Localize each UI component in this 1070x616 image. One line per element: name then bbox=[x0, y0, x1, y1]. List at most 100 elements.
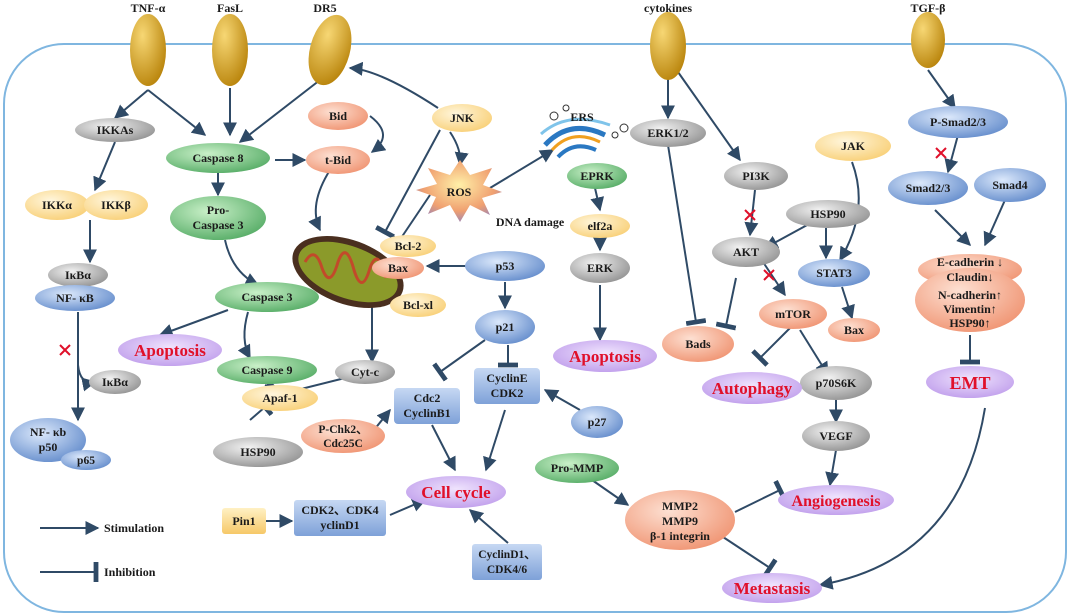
svg-text:STAT3: STAT3 bbox=[816, 266, 852, 280]
node-hsp90-left: HSP90 bbox=[213, 437, 303, 467]
svg-text:Bax: Bax bbox=[844, 323, 864, 337]
svg-text:NF- κb: NF- κb bbox=[30, 425, 67, 439]
node-p53: p53 bbox=[465, 251, 545, 281]
node-pi3k: PI3K bbox=[724, 162, 788, 190]
svg-text:CyclinD1、: CyclinD1、 bbox=[478, 549, 536, 561]
svg-text:N-cadherin↑: N-cadherin↑ bbox=[938, 288, 1002, 302]
node-cycline-cdk2: CyclinE CDK2 bbox=[474, 368, 540, 404]
receptor-cytokines: cytokines bbox=[644, 1, 692, 80]
label-dna-damage: DNA damage bbox=[496, 215, 565, 229]
receptor-tnf: TNF-α bbox=[130, 1, 166, 86]
svg-text:IKKα: IKKα bbox=[42, 198, 72, 212]
svg-text:PI3K: PI3K bbox=[742, 169, 770, 183]
svg-text:P-Chk2、: P-Chk2、 bbox=[318, 424, 367, 436]
svg-text:IκBα: IκBα bbox=[102, 375, 128, 389]
svg-text:Inhibition: Inhibition bbox=[104, 565, 156, 579]
svg-text:p70S6K: p70S6K bbox=[816, 376, 857, 390]
node-nfkb: NF- κB bbox=[35, 285, 115, 311]
svg-text:AKT: AKT bbox=[733, 245, 759, 259]
node-smad23: Smad2/3 bbox=[888, 171, 968, 205]
node-bax-right: Bax bbox=[828, 318, 880, 342]
svg-text:VEGF: VEGF bbox=[819, 429, 852, 443]
node-bid: Bid bbox=[308, 102, 368, 130]
node-pro-mmp: Pro-MMP bbox=[535, 453, 619, 483]
svg-text:Smad4: Smad4 bbox=[992, 178, 1027, 192]
node-bads: Bads bbox=[662, 326, 734, 362]
svg-text:β-1 integrin: β-1 integrin bbox=[650, 529, 710, 543]
node-caspase-3: Caspase 3 bbox=[215, 282, 319, 312]
label-ers: ERS bbox=[570, 110, 594, 124]
svg-text:HSP90: HSP90 bbox=[240, 445, 275, 459]
svg-text:TGF-β: TGF-β bbox=[911, 1, 946, 15]
svg-text:TNF-α: TNF-α bbox=[131, 1, 166, 15]
svg-text:NF- κB: NF- κB bbox=[56, 291, 94, 305]
svg-text:ROS: ROS bbox=[447, 185, 472, 199]
receptor-tgf: TGF-β bbox=[911, 1, 946, 68]
node-smad4: Smad4 bbox=[974, 168, 1046, 202]
svg-text:Smad2/3: Smad2/3 bbox=[906, 181, 951, 195]
node-emt-markers: E-cadherin ↓ Claudin↓ N-cadherin↑ Viment… bbox=[915, 254, 1025, 332]
node-vegf: VEGF bbox=[802, 421, 870, 451]
mitochondrion-icon bbox=[292, 235, 404, 309]
node-p21: p21 bbox=[475, 310, 535, 344]
node-bcl-xl: Bcl-xl bbox=[390, 293, 446, 317]
node-erk12: ERK1/2 bbox=[630, 119, 706, 147]
svg-text:Caspase 3: Caspase 3 bbox=[192, 218, 243, 232]
node-ikkas: IKKAs bbox=[75, 118, 155, 142]
svg-text:Autophagy: Autophagy bbox=[712, 379, 793, 398]
node-ikba-upper: IκBα bbox=[48, 263, 108, 287]
legend-stimulation: Stimulation bbox=[40, 521, 164, 535]
svg-text:CyclinE: CyclinE bbox=[486, 371, 527, 385]
svg-text:Bid: Bid bbox=[329, 109, 347, 123]
node-nfkb-p50: NF- κb p50 bbox=[10, 418, 86, 462]
svg-text:EPRK: EPRK bbox=[580, 169, 614, 183]
svg-text:CyclinB1: CyclinB1 bbox=[403, 406, 450, 420]
svg-text:Bcl-xl: Bcl-xl bbox=[403, 298, 434, 312]
node-cdk2-cdk4-cyclind1: CDK2、CDK4 yclinD1 bbox=[294, 500, 386, 536]
node-akt: AKT bbox=[712, 237, 780, 267]
outcome-apoptosis-mid: Apoptosis bbox=[553, 340, 657, 372]
svg-text:IKKAs: IKKAs bbox=[97, 123, 134, 137]
node-stat3: STAT3 bbox=[798, 259, 870, 287]
svg-text:Angiogenesis: Angiogenesis bbox=[792, 493, 881, 510]
svg-text:Apoptosis: Apoptosis bbox=[569, 347, 641, 366]
node-apaf-1: Apaf-1 bbox=[242, 385, 318, 411]
svg-text:ERK: ERK bbox=[587, 261, 614, 275]
svg-text:Apaf-1: Apaf-1 bbox=[262, 391, 297, 405]
svg-text:Caspase 9: Caspase 9 bbox=[241, 363, 292, 377]
node-t-bid: t-Bid bbox=[306, 146, 370, 174]
svg-text:HSP90↑: HSP90↑ bbox=[949, 316, 990, 330]
node-ikkb: IKKβ bbox=[84, 190, 148, 220]
node-elf2a: elf2a bbox=[570, 214, 630, 238]
node-mtor: mTOR bbox=[759, 299, 827, 329]
svg-text:Cdc2: Cdc2 bbox=[414, 391, 441, 405]
svg-text:Cell cycle: Cell cycle bbox=[421, 483, 491, 502]
svg-text:E-cadherin ↓: E-cadherin ↓ bbox=[937, 255, 1003, 269]
svg-text:Stimulation: Stimulation bbox=[104, 521, 164, 535]
svg-text:Vimentin↑: Vimentin↑ bbox=[943, 302, 997, 316]
svg-text:p50: p50 bbox=[39, 440, 58, 454]
svg-text:p21: p21 bbox=[496, 320, 515, 334]
svg-text:IκBα: IκBα bbox=[65, 268, 91, 282]
svg-text:mTOR: mTOR bbox=[775, 307, 811, 321]
outcome-metastasis: Metastasis bbox=[722, 573, 822, 603]
svg-text:Pro-MMP: Pro-MMP bbox=[551, 461, 603, 475]
svg-text:yclinD1: yclinD1 bbox=[320, 518, 359, 532]
legend: Stimulation Inhibition bbox=[40, 521, 164, 582]
svg-text:Bcl-2: Bcl-2 bbox=[395, 239, 422, 253]
node-p-smad23: P-Smad2/3 bbox=[908, 106, 1008, 138]
svg-text:p53: p53 bbox=[496, 259, 515, 273]
svg-text:CDK2: CDK2 bbox=[491, 386, 524, 400]
node-bax-mito: Bax bbox=[372, 257, 424, 279]
svg-text:Caspase 3: Caspase 3 bbox=[241, 290, 292, 304]
node-pin1: Pin1 bbox=[222, 508, 266, 534]
svg-text:ERK1/2: ERK1/2 bbox=[647, 126, 688, 140]
svg-text:IKKβ: IKKβ bbox=[101, 198, 131, 212]
svg-text:CDK2、CDK4: CDK2、CDK4 bbox=[301, 503, 378, 517]
svg-text:Bax: Bax bbox=[388, 261, 408, 275]
svg-text:JAK: JAK bbox=[841, 139, 866, 153]
svg-text:elf2a: elf2a bbox=[588, 219, 613, 233]
pathway-edges bbox=[71, 61, 1006, 590]
node-jak: JAK bbox=[815, 131, 891, 161]
